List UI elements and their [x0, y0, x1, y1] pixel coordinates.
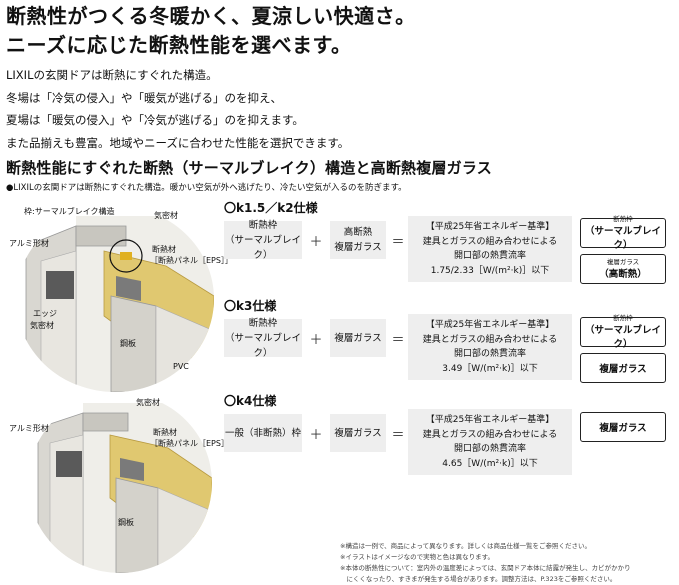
- spec-result-k15-k2: 【平成25年省エネルギー基準】 建具とガラスの組み合わせによる 開口部の熱貫流率…: [408, 216, 572, 282]
- door-frame-illustration-top: [16, 206, 214, 392]
- intro-line: また品揃えも豊富。地域やニーズに合わせた性能を選択できます。: [6, 135, 350, 150]
- label-edge-weatherstrip: 気密材: [30, 321, 54, 330]
- tag-small: 断熱枠: [613, 314, 633, 322]
- intro-text: LIXILの玄関ドアは断熱にすぐれた構造。 冬場は「冷気の侵入」や「暖気が逃げる…: [6, 64, 349, 154]
- spec-glass-k15-k2: 高断熱 複層ガラス: [330, 221, 386, 259]
- label-steel: 鋼板: [120, 339, 136, 348]
- tag-high-insulation-glass: 複層ガラス （高断熱）: [580, 254, 666, 284]
- intro-line: LIXILの玄関ドアは断熱にすぐれた構造。: [6, 68, 218, 82]
- tag-main: 複層ガラス: [599, 423, 647, 434]
- label-insulation-panel: ［断熱パネル［EPS］］: [150, 256, 233, 265]
- tag-double-glass: 複層ガラス: [580, 412, 666, 442]
- result-line: 開口部の熱貫流率: [453, 349, 526, 359]
- result-line: 【平成25年省エネルギー基準】: [425, 320, 555, 330]
- label-aluminum: アルミ形材: [9, 239, 49, 248]
- equals-sign: ＝: [391, 428, 405, 443]
- glass-line: 複層ガラス: [334, 427, 382, 439]
- frame-line: 一般（非断熱）枠: [224, 427, 301, 439]
- tag-double-glass: 複層ガラス: [580, 353, 666, 383]
- footnote: ※本体の断熱性について：室内外の温度差によっては、玄関ドア本体に結露が発生し、カ…: [340, 564, 631, 572]
- tag-thermal-break-frame: 断熱枠 （サーマルブレイク）: [580, 314, 666, 350]
- result-line: 開口部の熱貫流率: [453, 251, 526, 261]
- plus-sign: ＋: [309, 235, 323, 250]
- headline-line1: 断熱性がつくる冬暖かく、夏涼しい快適さ。: [6, 4, 416, 28]
- section-title: 断熱性能にすぐれた断熱（サーマルブレイク）構造と高断熱複層ガラス: [6, 159, 492, 177]
- result-line: 開口部の熱貫流率: [453, 444, 526, 454]
- tag-main: （高断熱）: [599, 269, 647, 280]
- frame-line: （サーマルブレイク）: [224, 234, 301, 261]
- spec-frame-k15-k2: 断熱枠 （サーマルブレイク）: [224, 219, 302, 261]
- door-frame-illustration-bottom: [28, 393, 212, 573]
- label-pvc: PVC: [173, 362, 189, 371]
- label-steel-bottom: 鋼板: [118, 518, 134, 527]
- label-insulation-panel-bottom: ［断熱パネル［EPS］］: [150, 439, 233, 448]
- spec-title-k3: 〇k3仕様: [224, 299, 277, 313]
- spec-frame-k4: 一般（非断熱）枠: [224, 414, 302, 452]
- headline-line2: ニーズに応じた断熱性能を選べます。: [6, 33, 352, 57]
- diagram-standard-frame: [28, 393, 212, 573]
- intro-line: 夏場は「暖気の侵入」や「冷気が逃げる」のを抑えます。: [6, 113, 304, 127]
- tag-main: （サーマルブレイク）: [584, 226, 661, 251]
- spec-title-k4: 〇k4仕様: [224, 394, 277, 408]
- frame-line: 断熱枠: [248, 317, 278, 329]
- result-line: 【平成25年省エネルギー基準】: [425, 415, 555, 425]
- spec-glass-k4: 複層ガラス: [330, 414, 386, 452]
- result-line: 4.65［W/(m²·k)］以下: [442, 458, 538, 469]
- frame-line: 断熱枠: [248, 219, 278, 231]
- result-line: 建具とガラスの組み合わせによる: [422, 429, 558, 440]
- intro-line: 冬場は「冷気の侵入」や「暖気が逃げる」のを抑え、: [6, 90, 282, 105]
- spec-result-k3: 【平成25年省エネルギー基準】 建具とガラスの組み合わせによる 開口部の熱貫流率…: [408, 314, 572, 380]
- footnotes: ※構造は一例で、商品によって異なります。詳しくは商品仕様一覧をご参照ください。 …: [340, 541, 631, 585]
- glass-line: 複層ガラス: [334, 242, 382, 253]
- tag-small: 断熱枠: [613, 215, 633, 223]
- glass-line: 高断熱: [343, 227, 373, 238]
- equals-sign: ＝: [391, 333, 405, 348]
- result-line: 3.49［W/(m²·k)］以下: [442, 363, 538, 374]
- frame-line: （サーマルブレイク）: [224, 332, 301, 359]
- label-thermal-break: 枠:サーマルブレイク構造: [24, 207, 115, 216]
- tag-small: 複層ガラス: [606, 258, 640, 266]
- label-aluminum-bottom: アルミ形材: [9, 424, 49, 433]
- tag-main: 複層ガラス: [599, 364, 647, 375]
- result-line: 【平成25年省エネルギー基準】: [425, 222, 555, 232]
- label-insulation: 断熱材: [152, 245, 176, 254]
- spec-title-k15-k2: 〇k1.5／k2仕様: [224, 201, 318, 215]
- spec-frame-k3: 断熱枠 （サーマルブレイク）: [224, 317, 302, 359]
- plus-sign: ＋: [309, 428, 323, 443]
- spec-result-k4: 【平成25年省エネルギー基準】 建具とガラスの組み合わせによる 開口部の熱貫流率…: [408, 409, 572, 475]
- result-line: 建具とガラスの組み合わせによる: [422, 334, 558, 345]
- section-note: ●LIXILの玄関ドアは断熱にすぐれた構造。暖かい空気が外へ逃げたり、冷たい空気…: [6, 183, 407, 193]
- diagram-thermal-break: [16, 206, 214, 392]
- label-weatherstrip: 気密材: [154, 211, 178, 220]
- label-weatherstrip-bottom: 気密材: [136, 398, 160, 407]
- glass-line: 複層ガラス: [334, 332, 382, 344]
- equals-sign: ＝: [391, 235, 405, 250]
- footnote: ※構造は一例で、商品によって異なります。詳しくは商品仕様一覧をご参照ください。: [340, 542, 592, 550]
- result-line: 1.75/2.33［W/(m²·k)］以下: [430, 265, 550, 276]
- spec-glass-k3: 複層ガラス: [330, 319, 386, 357]
- label-insulation-bottom: 断熱材: [153, 428, 177, 437]
- tag-main: （サーマルブレイク）: [584, 325, 661, 350]
- result-line: 建具とガラスの組み合わせによる: [422, 236, 558, 247]
- footnote: ※イラストはイメージなので実物と色は異なります。: [340, 553, 495, 561]
- label-edge: エッジ: [33, 309, 57, 318]
- plus-sign: ＋: [309, 333, 323, 348]
- tag-thermal-break-frame: 断熱枠 （サーマルブレイク）: [580, 215, 666, 251]
- footnote: にくくなったり、すきまが発生する場合があります。調整方法は、P.323をご参照く…: [340, 575, 617, 583]
